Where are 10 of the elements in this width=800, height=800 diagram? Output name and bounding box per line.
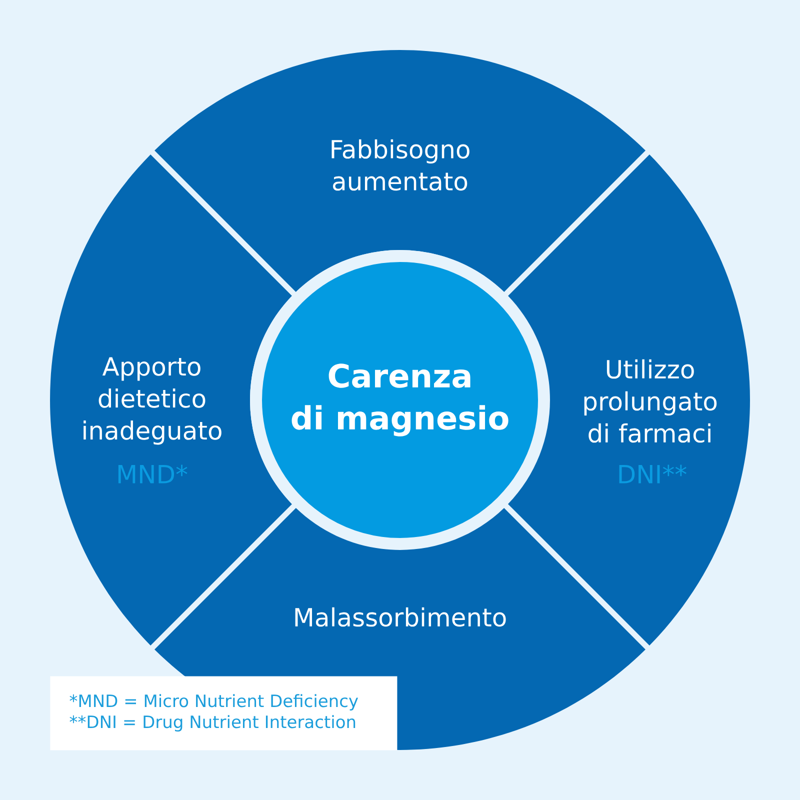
footnote: **DNI = Drug Nutrient Interaction bbox=[70, 715, 356, 732]
segment-label: Apporto dietetico inadeguato bbox=[84, 357, 222, 445]
segment-label: Malassorbimento bbox=[295, 607, 506, 627]
circle-segment bbox=[154, 50, 646, 292]
footnote: *MND = Micro Nutrient Deficiency bbox=[70, 694, 358, 711]
footnote-box bbox=[50, 676, 398, 750]
segment-label: Utilizzo prolungato di farmaci bbox=[584, 359, 717, 443]
circle-segment bbox=[50, 154, 292, 646]
segment-label: Fabbisogno aumentato bbox=[332, 139, 470, 191]
circle-segment bbox=[508, 154, 750, 646]
